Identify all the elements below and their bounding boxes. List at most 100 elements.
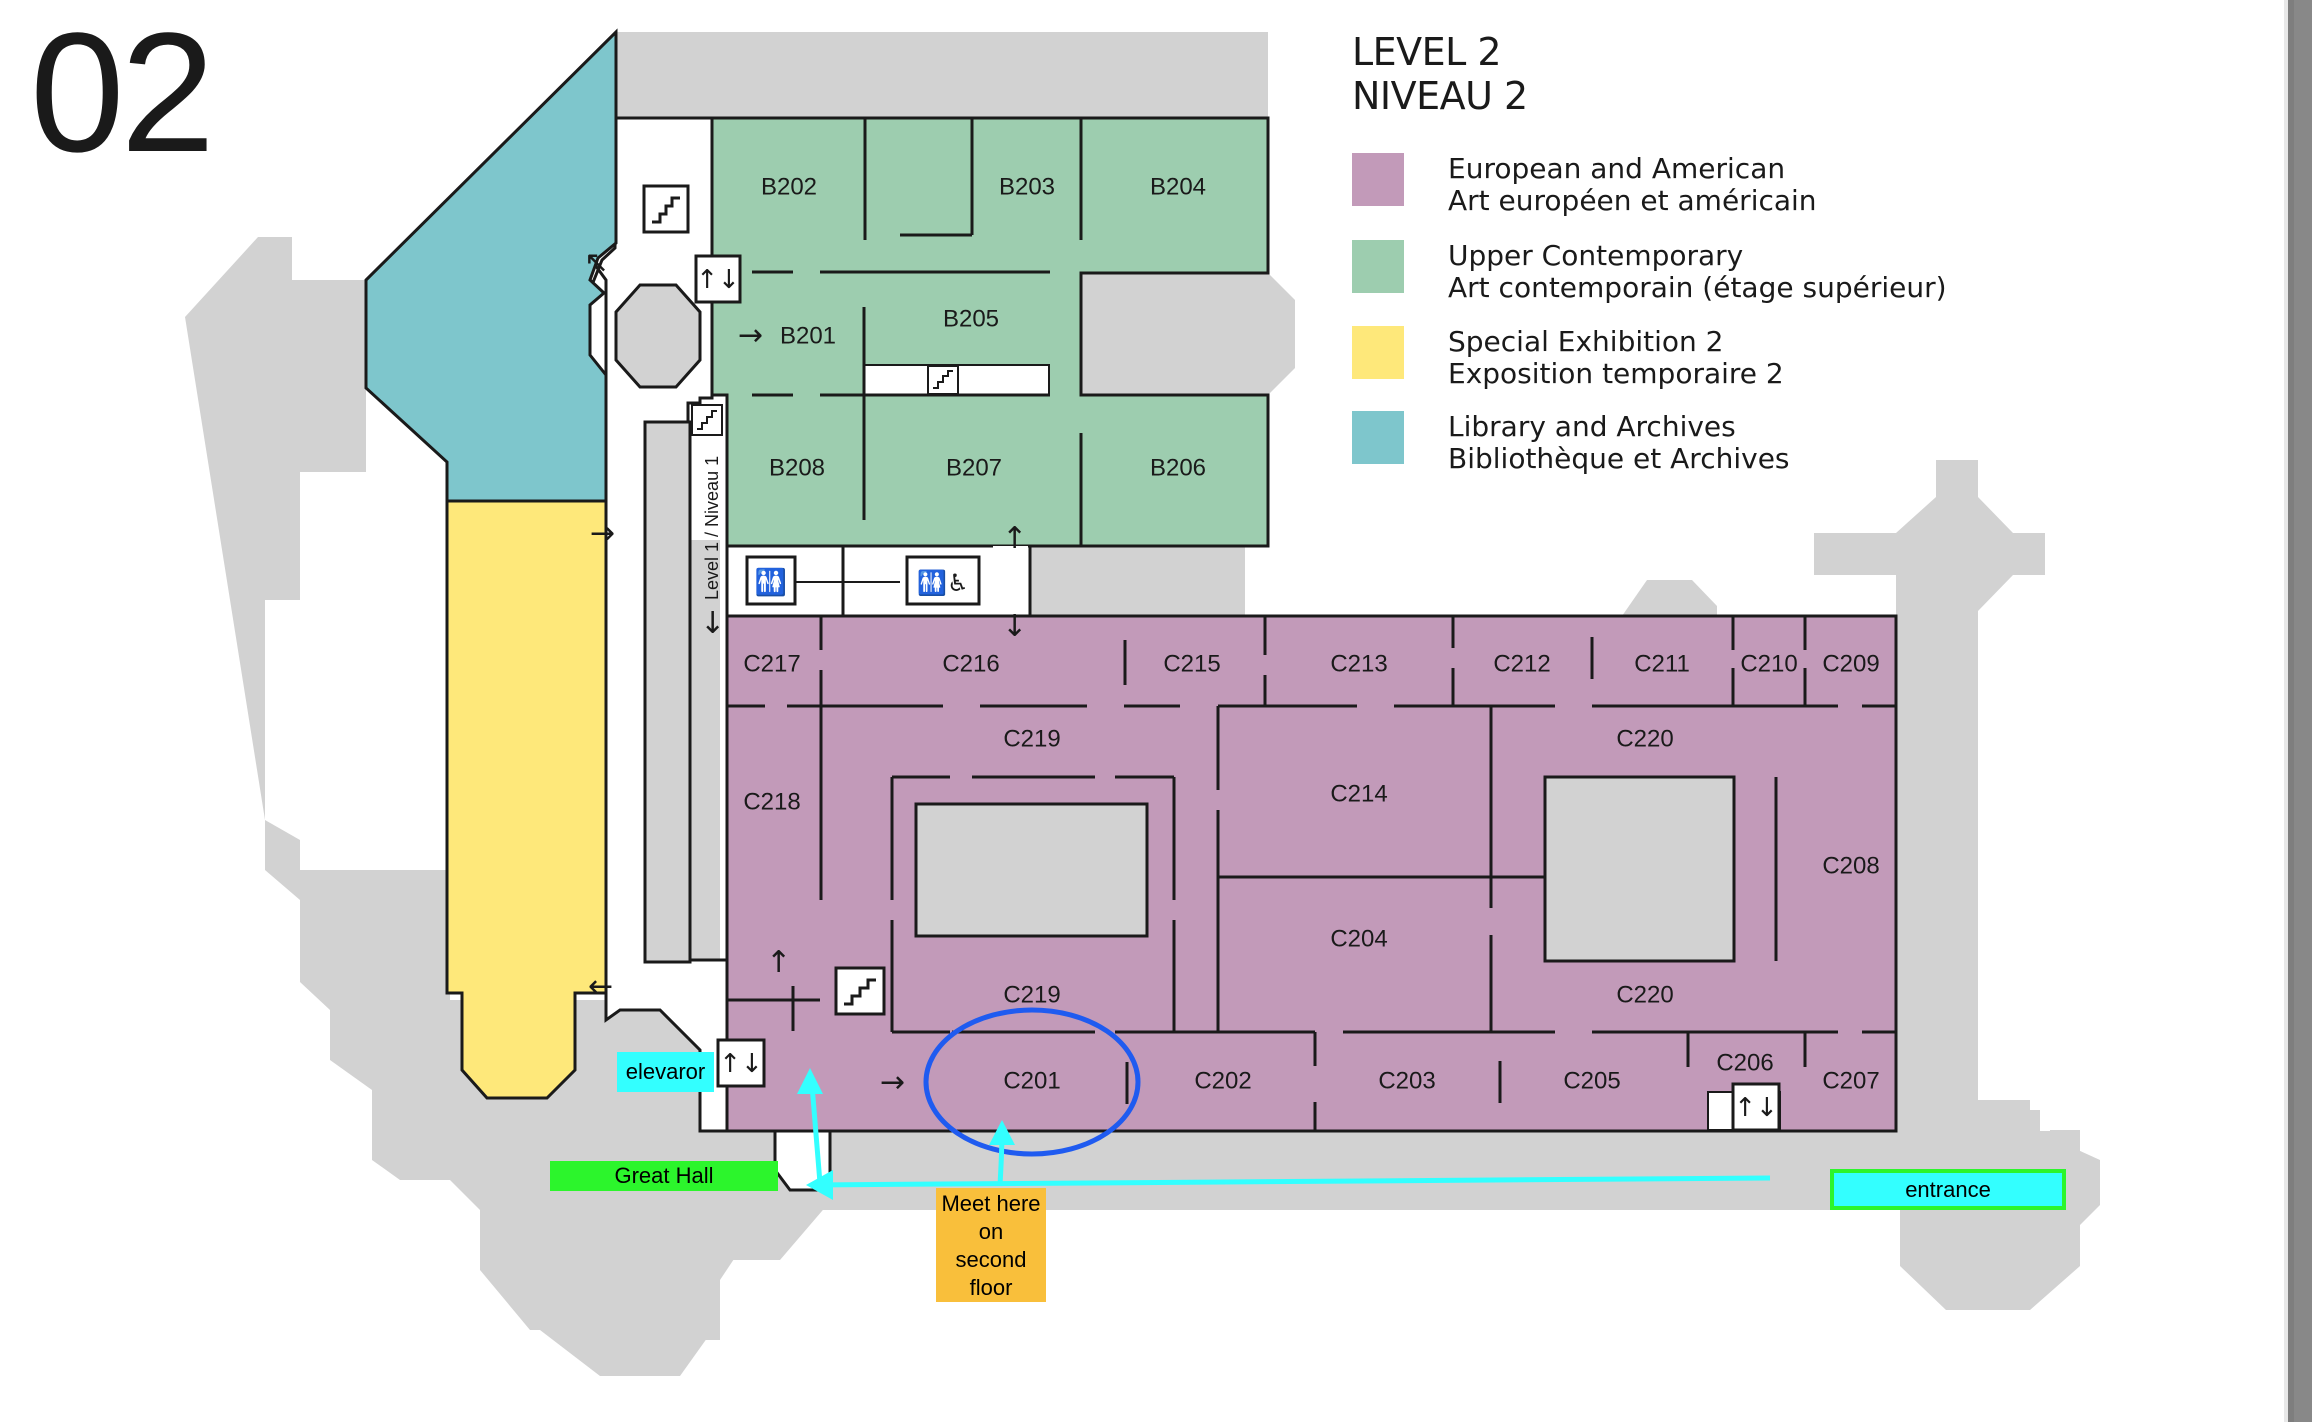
arrowhead-up-icon <box>797 1068 823 1094</box>
room-label: C219 <box>1003 981 1060 1008</box>
legend-label-fr: Art contemporain (étage supérieur) <box>1448 271 1947 304</box>
arrow-nw-icon: ↖ <box>584 245 609 280</box>
room-labels: B202 B203 B204 B201 B205 B208 B207 B206 … <box>743 173 1879 1094</box>
svg-text:🚻: 🚻 <box>755 567 787 598</box>
arrow-right-icon: → <box>590 516 615 551</box>
room-label: C220 <box>1616 981 1673 1008</box>
accessible-restroom-icon: 🚻♿ <box>905 555 981 606</box>
legend-label-fr: Art européen et américain <box>1448 184 1817 217</box>
svg-text:↑↓: ↑↓ <box>1734 1093 1778 1123</box>
legend-label-en: Upper Contemporary <box>1448 239 1744 272</box>
elevator-label: elevaror <box>617 1052 714 1092</box>
direction-arrows: ↖ → → ↓ ↑ ↓ ← ↑ → <box>584 245 1027 1100</box>
elevator-icon-c206: ↑↓ <box>1731 1082 1781 1132</box>
legend-title-en: LEVEL 2 <box>1352 30 1502 74</box>
c-inner-void-1 <box>914 802 1149 938</box>
door-gap <box>993 546 1028 618</box>
legend-label-en: Special Exhibition 2 <box>1448 325 1724 358</box>
room-label: C216 <box>942 650 999 677</box>
legend-item-library-archives: Library and Archives Bibliothèque et Arc… <box>1352 411 1790 475</box>
room-label: C206 <box>1716 1049 1773 1076</box>
legend-label-en: Library and Archives <box>1448 410 1736 443</box>
room-label: B207 <box>946 454 1002 481</box>
arrowhead-up-icon <box>989 1120 1015 1145</box>
room-label: C207 <box>1822 1067 1879 1094</box>
arrow-up-icon: ↑ <box>766 945 791 980</box>
room-label: C203 <box>1378 1067 1435 1094</box>
gray-south-corridor <box>640 1110 2100 1310</box>
gray-corridor-column-top <box>643 420 692 964</box>
legend-swatch <box>1352 153 1404 206</box>
room-label: C214 <box>1330 780 1387 807</box>
elevator-icon-south: ↑↓ <box>716 1038 766 1088</box>
arrow-down-icon: ↓ <box>1002 609 1027 644</box>
room-label: C218 <box>743 788 800 815</box>
room-label: B208 <box>769 454 825 481</box>
zone-special-exhibition <box>445 499 608 1100</box>
room-label: C213 <box>1330 650 1387 677</box>
elevator-icon: ↑↓ <box>694 254 742 304</box>
gray-service-area <box>1030 546 1245 616</box>
room-label: C205 <box>1563 1067 1620 1094</box>
meet-here-line: on <box>978 1219 1004 1244</box>
arrow-up-icon: ↑ <box>1002 521 1027 556</box>
room-label: B204 <box>1150 173 1206 200</box>
arrow-right-icon: → <box>738 318 763 353</box>
room-label: C219 <box>1003 725 1060 752</box>
c-inner-void-2 <box>1543 775 1736 963</box>
legend-label-fr: Exposition temporaire 2 <box>1448 357 1784 390</box>
legend-swatch <box>1352 240 1404 293</box>
entrance-label: entrance <box>1830 1169 2066 1210</box>
legend-swatch <box>1352 411 1404 464</box>
meeting-point-highlight <box>923 1007 1141 1157</box>
legend-item-european-american: European and American Art européen et am… <box>1352 153 1817 217</box>
room-label: B205 <box>943 305 999 332</box>
room-label: C217 <box>743 650 800 677</box>
stair-level-label: Level 1 / Niveau 1 <box>702 456 722 600</box>
great-hall-label: Great Hall <box>550 1161 778 1191</box>
room-label: C212 <box>1493 650 1550 677</box>
restroom-icon: 🚻 <box>745 555 797 606</box>
arrow-left-icon: ← <box>588 969 613 1004</box>
stairs-icon-south <box>834 966 886 1016</box>
room-label: C215 <box>1163 650 1220 677</box>
route-arrowheads <box>797 1068 1015 1200</box>
room-label: C209 <box>1822 650 1879 677</box>
gray-octagon-top <box>614 283 702 389</box>
room-label: B201 <box>780 322 836 349</box>
c-walls <box>727 616 1896 1131</box>
legend-title-fr: NIVEAU 2 <box>1352 74 1528 118</box>
gray-top-block <box>616 32 1268 118</box>
stairs-icon-small <box>691 404 723 436</box>
arrow-right-icon: → <box>880 1065 905 1100</box>
zone-library-archives <box>364 28 618 503</box>
room-label: C210 <box>1740 650 1797 677</box>
legend-item-special-exhibition: Special Exhibition 2 Exposition temporai… <box>1352 326 1784 390</box>
svg-text:↑↓: ↑↓ <box>719 1049 763 1079</box>
svg-text:🚻♿: 🚻♿ <box>917 569 968 597</box>
meet-here-label: Meet here on second floor <box>936 1188 1046 1302</box>
stairs-icon-b205 <box>927 365 959 395</box>
room-label: C211 <box>1634 650 1690 677</box>
meet-here-line: Meet here <box>941 1191 1041 1216</box>
room-label: C208 <box>1822 852 1879 879</box>
room-label: B203 <box>999 173 1055 200</box>
svg-text:↑↓: ↑↓ <box>696 265 740 295</box>
gray-bump <box>1622 580 1717 616</box>
legend-item-upper-contemporary: Upper Contemporary Art contemporain (éta… <box>1352 240 1947 304</box>
floor-number: 02 <box>30 0 215 188</box>
arrow-down-icon: ↓ <box>700 606 725 641</box>
vertical-scrollbar[interactable] <box>2284 0 2312 1422</box>
meet-here-line: floor <box>969 1275 1013 1300</box>
legend-label-fr: Bibliothèque et Archives <box>1448 442 1790 475</box>
room-label: C201 <box>1003 1067 1060 1094</box>
legend-swatch <box>1352 326 1404 379</box>
room-label: C204 <box>1330 925 1387 952</box>
legend-label-en: European and American <box>1448 152 1786 185</box>
room-label: B206 <box>1150 454 1206 481</box>
meet-here-line: second <box>955 1247 1027 1272</box>
arrowhead-left-icon <box>806 1170 833 1200</box>
gray-b-nub <box>1081 273 1295 395</box>
room-label: C220 <box>1616 725 1673 752</box>
